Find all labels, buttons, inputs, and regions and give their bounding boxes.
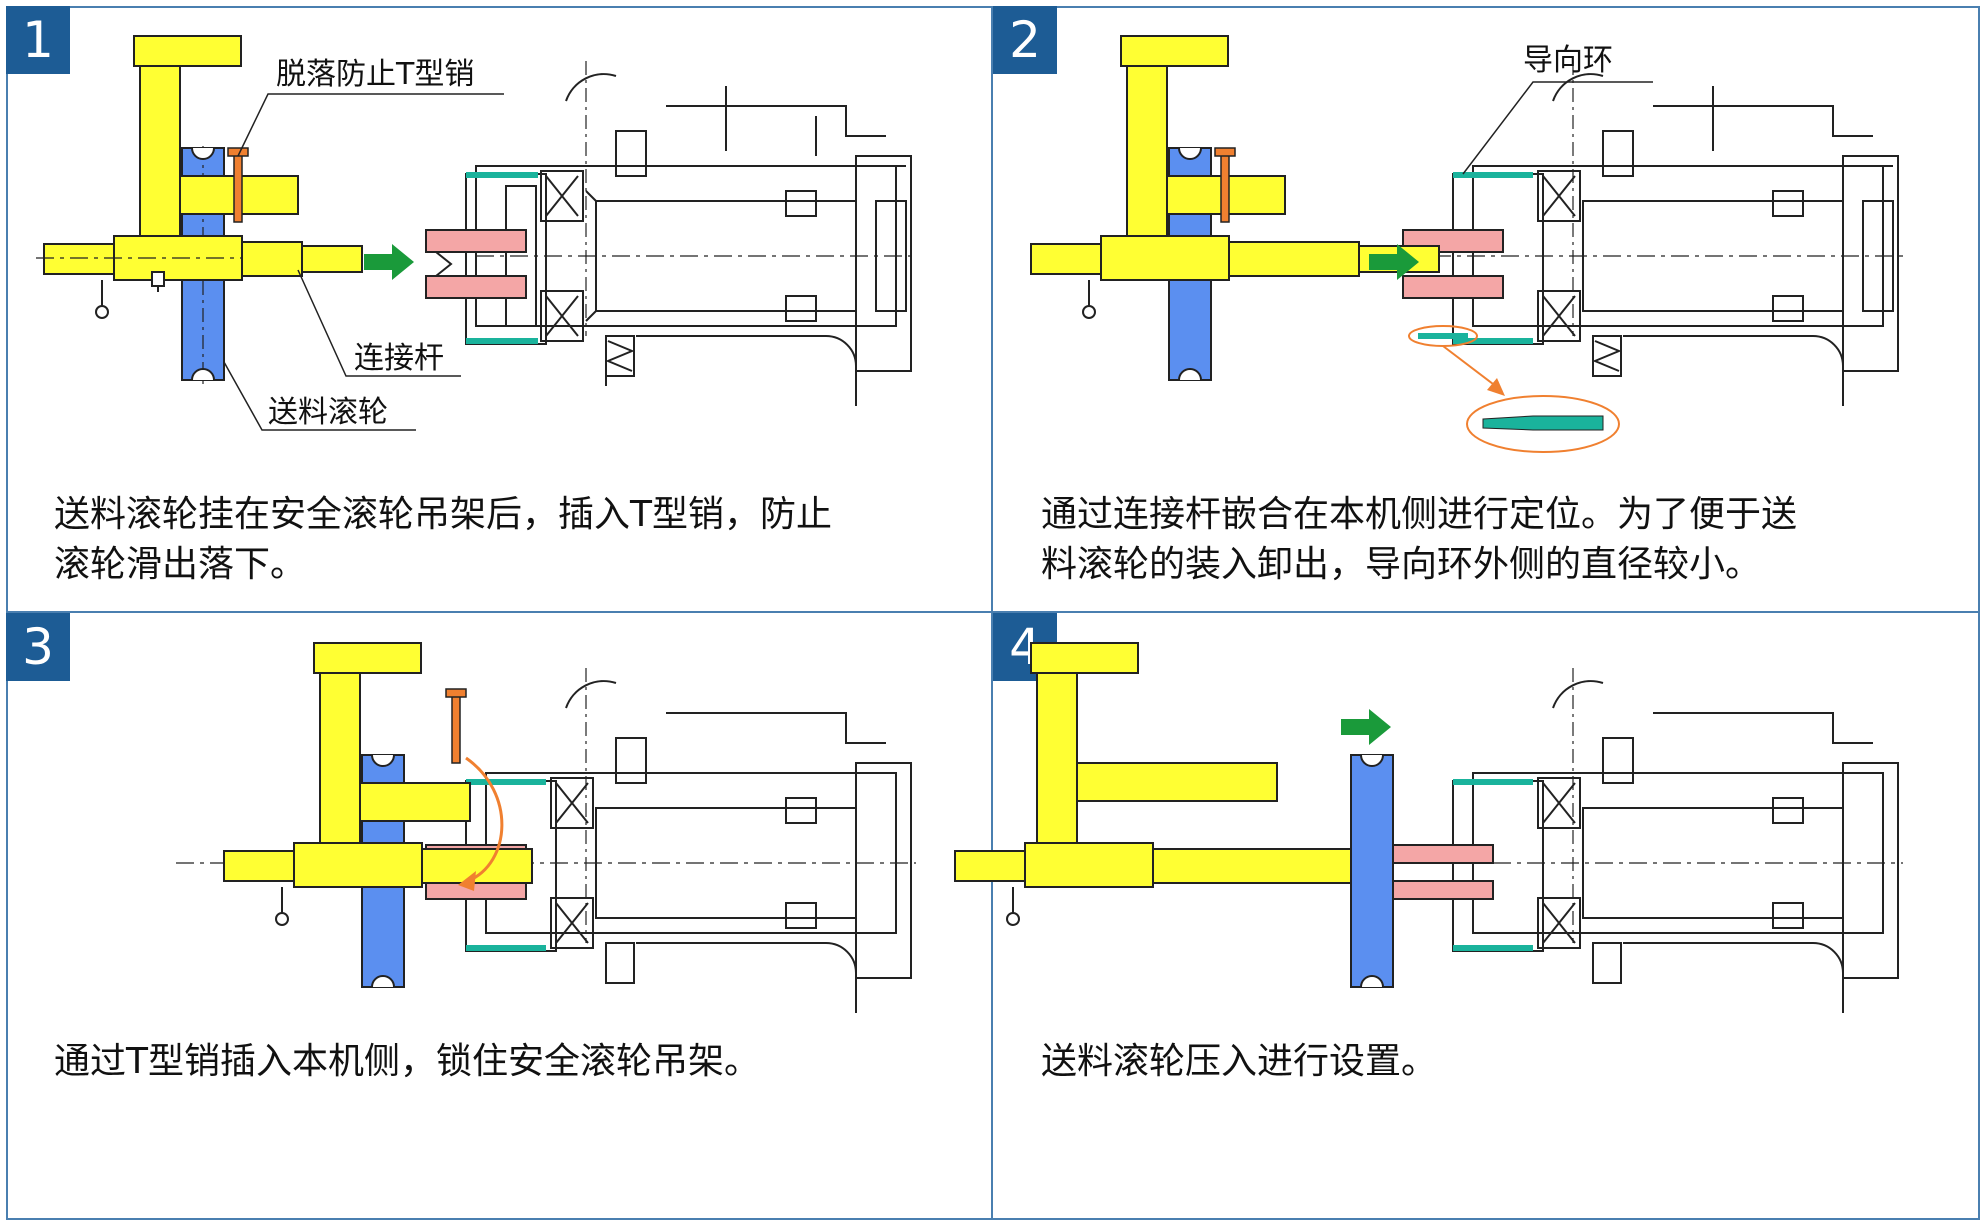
step-1-drawing: 脱落防止T型销 连接杆 送料滚轮 [36, 35, 916, 431]
machine-body-drawing [1153, 668, 1903, 1013]
connecting-rod [421, 848, 533, 884]
machine-body-drawing [475, 61, 916, 406]
hanging-lock-pin [1082, 280, 1096, 319]
hanging-lock-pin [275, 887, 289, 926]
panel-1: 1 [6, 6, 993, 613]
feed-roller [1350, 754, 1394, 988]
safety-roller-hanger [1030, 35, 1286, 281]
caption-line: 送料滚轮挂在安全滚轮吊架后，插入T型销，防止 [54, 494, 832, 535]
safety-roller-hanger [223, 642, 471, 888]
callout-leaders [1462, 81, 1653, 175]
insert-direction-arrow [1369, 244, 1419, 280]
safety-roller-hanger [954, 642, 1278, 888]
hanging-lock-pin [1006, 887, 1020, 926]
step-caption: 送料滚轮挂在安全滚轮吊架后，插入T型销，防止 滚轮滑出落下。 [54, 490, 974, 590]
caption-line: 送料滚轮压入进行设置。 [1041, 1041, 1438, 1082]
panel-3: 3 [6, 613, 993, 1220]
step-3-drawing [176, 642, 916, 1013]
pin-insert-arrow [465, 756, 504, 883]
step-badge: 1 [6, 6, 70, 74]
panel-4: 4 [954, 613, 1980, 1220]
caption-line: 通过连接杆嵌合在本机侧进行定位。为了便于送 [1041, 494, 1798, 535]
step-caption: 送料滚轮压入进行设置。 [1041, 1037, 1961, 1087]
step-caption: 通过连接杆嵌合在本机侧进行定位。为了便于送 料滚轮的装入卸出，导向环外侧的直径较… [1041, 490, 1961, 590]
t-pin [445, 688, 467, 764]
guide-flange [1452, 172, 1544, 345]
machine-body-drawing [1263, 61, 1903, 406]
caption-line: 滚轮滑出落下。 [54, 544, 307, 585]
pin-insert-arrowhead [458, 871, 476, 891]
step-badge: 3 [6, 613, 70, 681]
step-caption: 通过T型销插入本机侧，锁住安全滚轮吊架。 [54, 1037, 974, 1087]
caption-line: 通过T型销插入本机侧，锁住安全滚轮吊架。 [54, 1041, 760, 1082]
label-feed-roller: 送料滚轮 [268, 395, 388, 430]
connecting-rod [241, 241, 363, 277]
step-badge: 2 [993, 6, 1057, 74]
guide-ring-detail [1408, 325, 1620, 453]
insert-direction-arrow [364, 244, 414, 280]
t-pin [1214, 147, 1236, 223]
step-2-drawing: 导向环 [1030, 35, 1903, 453]
machine-hub [1402, 229, 1504, 299]
label-guide-ring: 导向环 [1523, 43, 1613, 78]
step-4-drawing [954, 642, 1903, 1013]
press-direction-arrow [1341, 709, 1391, 745]
machine-hub [1382, 844, 1494, 900]
hanging-lock-pin [95, 271, 165, 319]
label-connecting-rod: 连接杆 [354, 341, 444, 376]
machine-body-drawing [176, 668, 916, 1013]
guide-flange [1452, 779, 1544, 952]
label-anti-fall-tpin: 脱落防止T型销 [276, 57, 474, 92]
guide-flange [465, 172, 547, 345]
machine-hub [425, 229, 527, 299]
caption-line: 料滚轮的装入卸出，导向环外侧的直径较小。 [1041, 544, 1762, 585]
panel-2: 2 [993, 6, 1980, 613]
callout-leaders [223, 93, 504, 431]
